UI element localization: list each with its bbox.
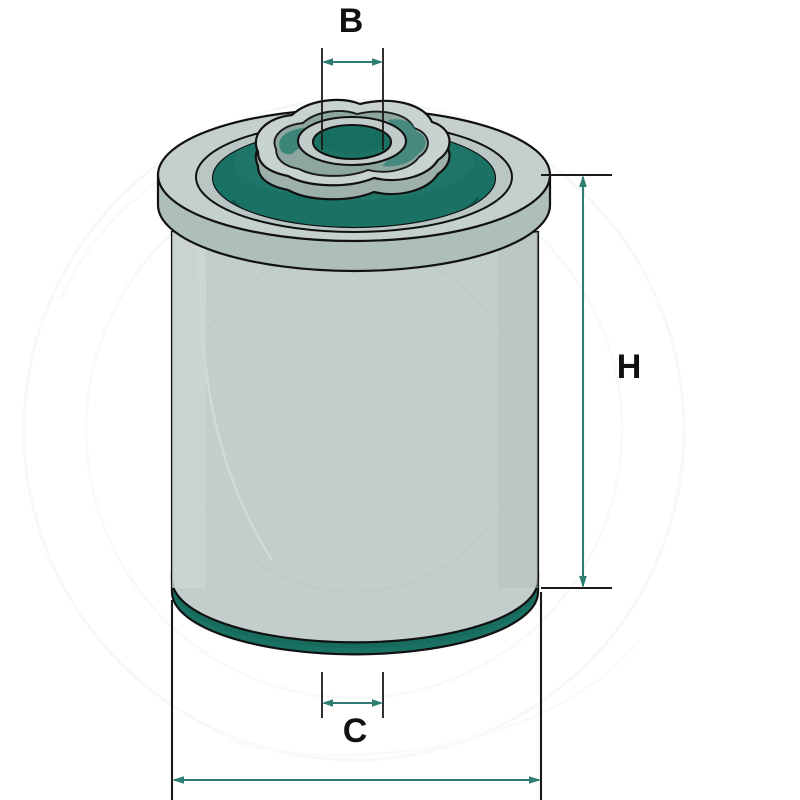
dimension-width-arrowhead-right [529,776,541,784]
body-right-shade [498,232,538,588]
center-hub [254,98,451,201]
dimension-B-label: B [339,2,364,40]
dimension-H-label: H [617,348,642,386]
dimension-C-label: C [343,712,368,750]
dimension-H-arrowhead-top [579,175,587,187]
dimension-C-arrowhead-right [372,699,383,707]
dimension-B: B [321,2,384,150]
filter-body [170,230,540,644]
dimension-width-arrowhead-left [172,776,184,784]
top-end-cap [156,98,552,273]
dimension-C: C [321,672,384,750]
dimension-B-arrowhead-right [372,58,383,66]
body-left-highlight [172,232,206,588]
dimension-H: H [541,173,642,590]
dimension-overall-width [170,592,543,800]
hub-bore-inner-shade [319,127,385,153]
body-cylinder [170,230,540,644]
dimension-H-arrowhead-bottom [579,576,587,588]
dimension-B-arrowhead-left [322,58,333,66]
dimension-C-arrowhead-left [322,699,333,707]
